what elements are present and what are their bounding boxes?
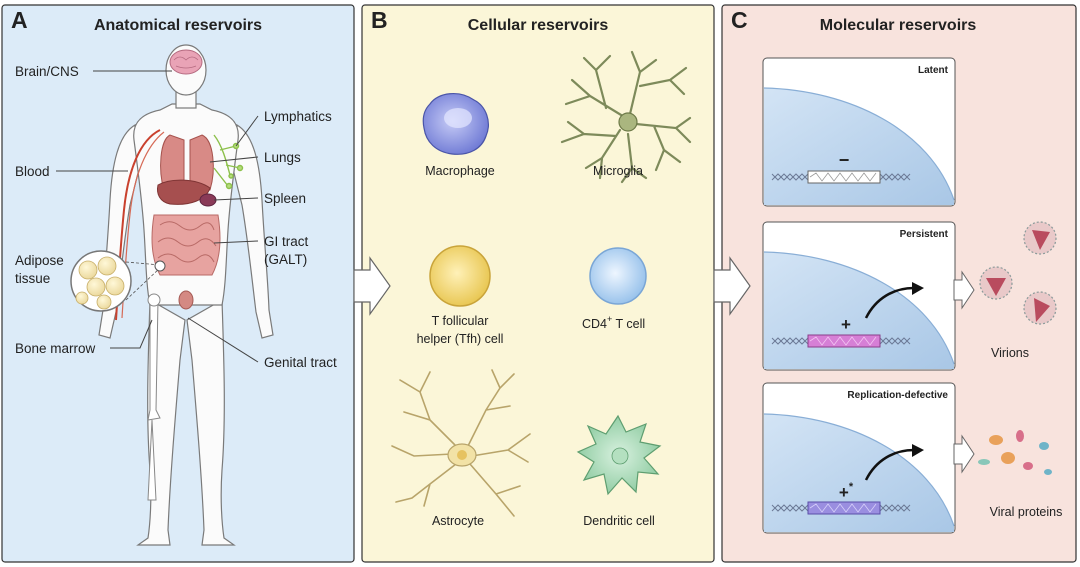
persistent-sign: +	[841, 315, 851, 334]
label-bone-marrow: Bone marrow	[15, 341, 96, 356]
arrow-b-to-c	[713, 256, 751, 316]
genital-organ	[178, 290, 194, 310]
latent-sign: −	[839, 150, 850, 170]
latent-dna	[771, 173, 911, 181]
panel-b-letter: B	[371, 7, 388, 33]
label-adipose-1: Adipose	[15, 253, 64, 268]
panel-b-title: Cellular reservoirs	[468, 17, 609, 34]
adipose-magnifier	[70, 250, 166, 312]
label-gi-1: GI tract	[264, 234, 309, 249]
label-microglia: Microglia	[593, 164, 643, 178]
label-viral-proteins: Viral proteins	[990, 505, 1063, 519]
macrophage-cell	[422, 93, 489, 155]
viral-proteins	[978, 430, 1052, 475]
virion	[979, 266, 1013, 300]
defective-provirus	[807, 501, 881, 515]
label-adipose-2: tissue	[15, 271, 50, 286]
label-macrophage: Macrophage	[425, 164, 495, 178]
virion	[1023, 221, 1057, 255]
label-spleen: Spleen	[264, 191, 306, 206]
defective-box: Replication-defective +*	[762, 382, 956, 534]
label-cd4: CD4+ T cell	[582, 314, 645, 331]
defective-sign: +*	[839, 481, 854, 502]
label-gi-2: (GALT)	[264, 252, 307, 267]
brain-organ	[169, 49, 203, 75]
gi-tract-organ	[151, 214, 221, 276]
persistent-provirus	[807, 334, 881, 348]
label-genital: Genital tract	[264, 355, 337, 370]
label-astrocyte: Astrocyte	[432, 514, 484, 528]
cd4-t-cell	[589, 247, 647, 305]
defective-transcription-arrow	[864, 448, 915, 481]
persistent-box: Persistent +	[762, 221, 956, 371]
panel-a-leaders	[56, 70, 259, 363]
femur-bone	[147, 293, 161, 501]
panel-b-background	[361, 4, 715, 563]
panel-b: B Cellular reservoirs Macrophage Microgl…	[361, 4, 715, 563]
virion	[1023, 291, 1057, 325]
label-brain: Brain/CNS	[15, 64, 79, 79]
defective-title: Replication-defective	[847, 390, 948, 401]
astrocyte-cell	[391, 369, 531, 517]
defective-output-arrow	[953, 434, 975, 474]
latent-title: Latent	[918, 65, 949, 76]
arrow-a-to-b	[353, 256, 391, 316]
panel-a: A Anatomical reservoirs	[1, 4, 355, 563]
label-dendritic: Dendritic cell	[583, 514, 655, 528]
latent-box: Latent −	[762, 57, 956, 207]
persistent-transcription-arrow	[864, 286, 915, 319]
persistent-output-arrow	[953, 270, 975, 310]
panel-c-letter: C	[731, 7, 748, 33]
panel-c: C Molecular reservoirs Latent − Persiste…	[721, 4, 1077, 563]
label-lungs: Lungs	[264, 150, 301, 165]
tfh-cell	[429, 245, 491, 307]
label-virions: Virions	[991, 346, 1029, 360]
label-tfh-1: T follicular	[432, 314, 489, 328]
label-lymphatics: Lymphatics	[264, 109, 332, 124]
microglia-soma	[618, 112, 638, 132]
persistent-title: Persistent	[900, 229, 949, 240]
panel-a-title: Anatomical reservoirs	[94, 17, 262, 34]
latent-provirus	[807, 170, 881, 184]
lymphatics-organ	[213, 134, 244, 190]
liver-organ	[157, 179, 211, 205]
label-blood: Blood	[15, 164, 50, 179]
panel-a-letter: A	[11, 7, 28, 33]
panel-c-title: Molecular reservoirs	[820, 17, 977, 34]
spleen-organ	[199, 193, 217, 207]
label-tfh-2: helper (Tfh) cell	[417, 332, 504, 346]
virions	[979, 221, 1057, 325]
microglia-cell	[560, 50, 692, 184]
